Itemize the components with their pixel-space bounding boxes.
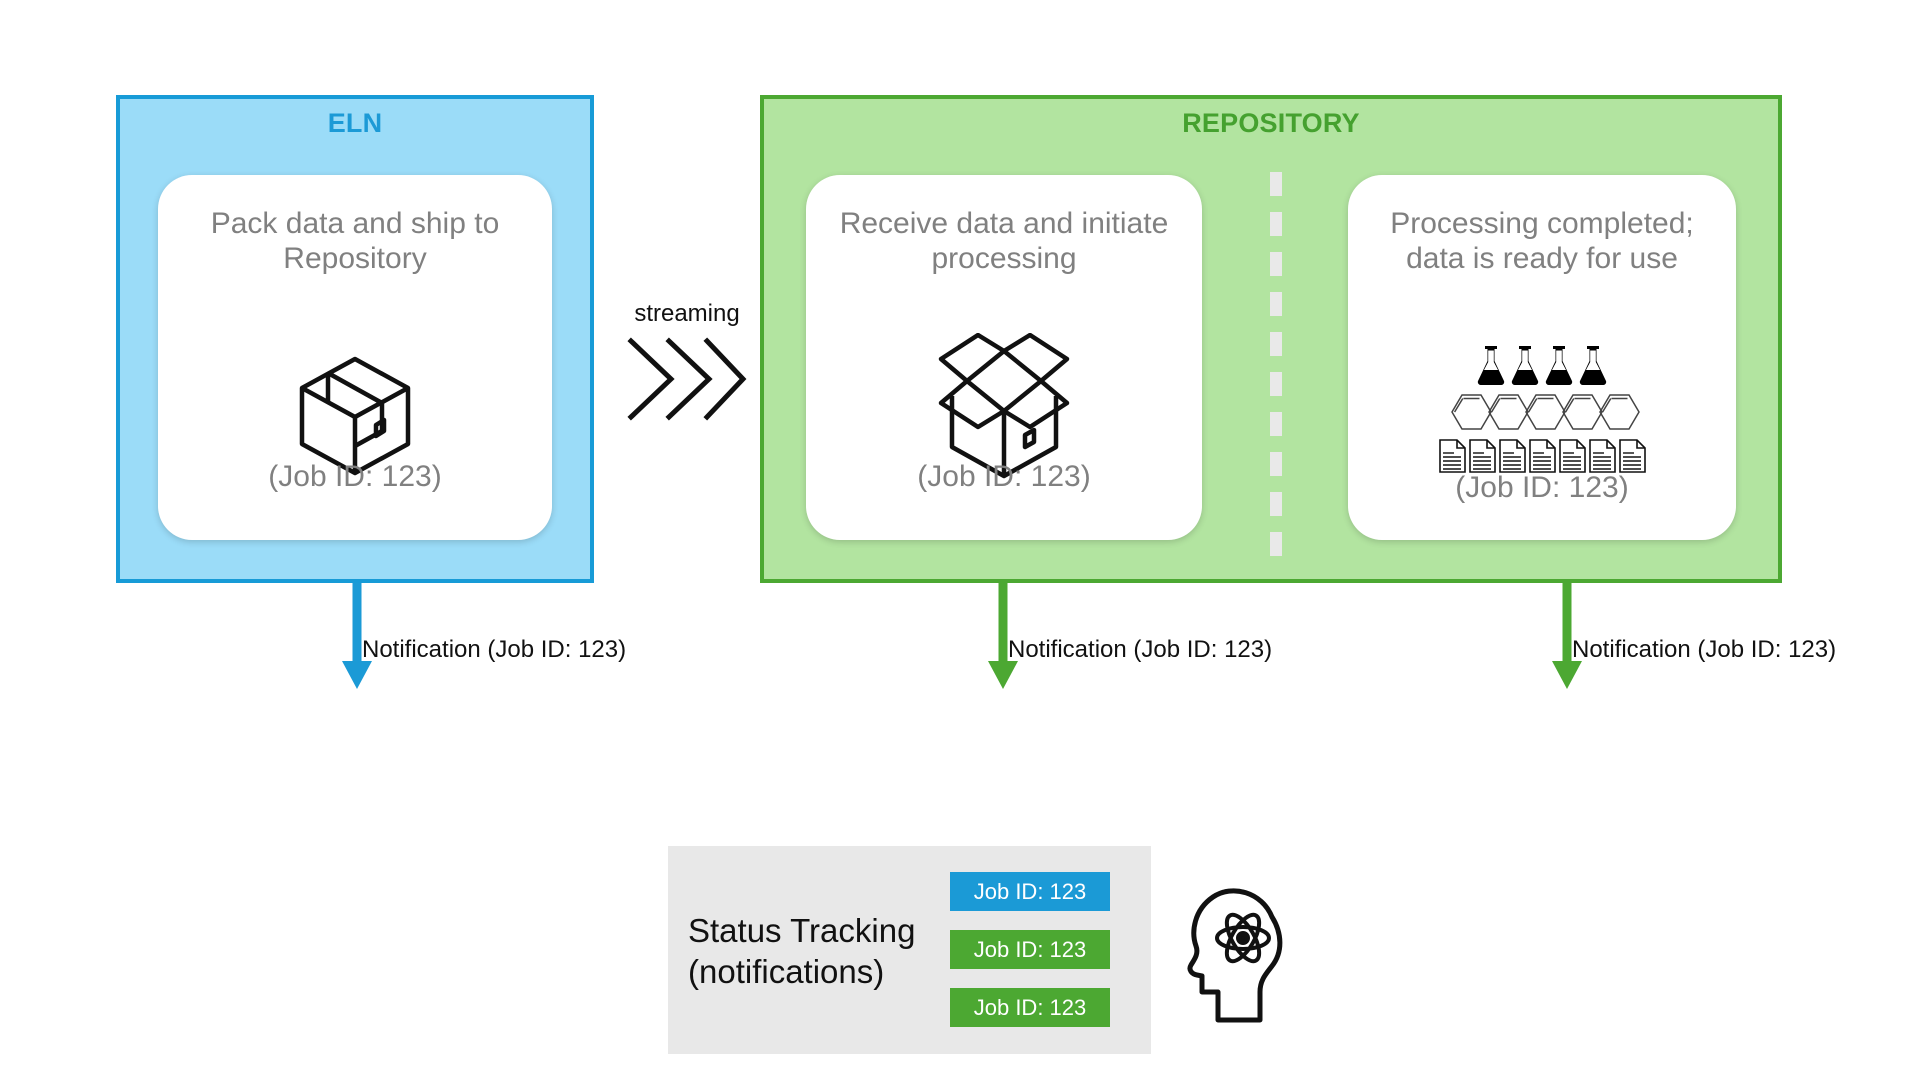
notification-arrow-eln: [337, 583, 377, 700]
hexagon-icon: [1450, 394, 1492, 430]
card-pack-title: Pack data and ship to Repository: [210, 207, 500, 275]
document-icon: [1468, 439, 1496, 473]
hexagon-icon: [1487, 394, 1529, 430]
repository-panel-title: REPOSITORY: [1182, 108, 1360, 138]
document-icon: [1588, 439, 1616, 473]
notification-arrow-processed: [1547, 583, 1587, 700]
eln-panel-title: ELN: [327, 108, 383, 138]
card-receive-data: Receive data and initiate processing (Jo…: [806, 175, 1202, 540]
card-processed-data: Processing completed; data is ready for …: [1348, 175, 1736, 540]
status-badge[interactable]: Job ID: 123: [950, 988, 1110, 1027]
document-icon-row: [1438, 438, 1647, 474]
closed-box-icon: [158, 355, 552, 477]
card-receive-title: Receive data and initiate processing: [839, 207, 1169, 275]
status-badge[interactable]: Job ID: 123: [950, 930, 1110, 969]
notification-arrow-receive: [983, 583, 1023, 700]
dashed-divider: [1270, 172, 1282, 560]
triple-chevron-right-icon: [625, 336, 747, 427]
processed-icon-group: [1348, 343, 1736, 474]
card-processed-job-id: (Job ID: 123): [1455, 471, 1629, 504]
notification-label-processed: Notification (Job ID: 123): [1572, 636, 1837, 663]
hexagon-icon: [1598, 394, 1640, 430]
notification-label-eln: Notification (Job ID: 123): [362, 636, 627, 663]
streaming-label: streaming: [634, 300, 740, 327]
status-tracking-box: Status Tracking (notifications) Job ID: …: [668, 846, 1151, 1054]
streaming-group: streaming: [622, 300, 752, 421]
document-icon: [1498, 439, 1526, 473]
flask-icon: [1511, 346, 1539, 385]
status-tracking-label: Status Tracking (notifications): [688, 912, 916, 991]
document-icon: [1558, 439, 1586, 473]
hexagon-icon: [1524, 394, 1566, 430]
flask-icon: [1579, 346, 1607, 385]
card-processed-title: Processing completed; data is ready for …: [1390, 207, 1694, 275]
head-atom-icon: [1180, 880, 1290, 1030]
open-box-icon: [806, 333, 1202, 479]
document-icon: [1438, 439, 1466, 473]
card-pack-data: Pack data and ship to Repository (Job ID…: [158, 175, 552, 540]
notification-label-receive: Notification (Job ID: 123): [1008, 636, 1273, 663]
status-badge[interactable]: Job ID: 123: [950, 872, 1110, 911]
flask-icon: [1477, 346, 1505, 385]
flask-icon-row: [1474, 343, 1610, 387]
status-badge-list: Job ID: 123 Job ID: 123 Job ID: 123: [950, 872, 1110, 1027]
flask-icon: [1545, 346, 1573, 385]
hexagon-icon-row: [1450, 392, 1640, 432]
hexagon-icon: [1561, 394, 1603, 430]
document-icon: [1528, 439, 1556, 473]
card-receive-job-id: (Job ID: 123): [917, 460, 1091, 493]
document-icon: [1618, 439, 1646, 473]
card-pack-job-id: (Job ID: 123): [268, 460, 442, 493]
